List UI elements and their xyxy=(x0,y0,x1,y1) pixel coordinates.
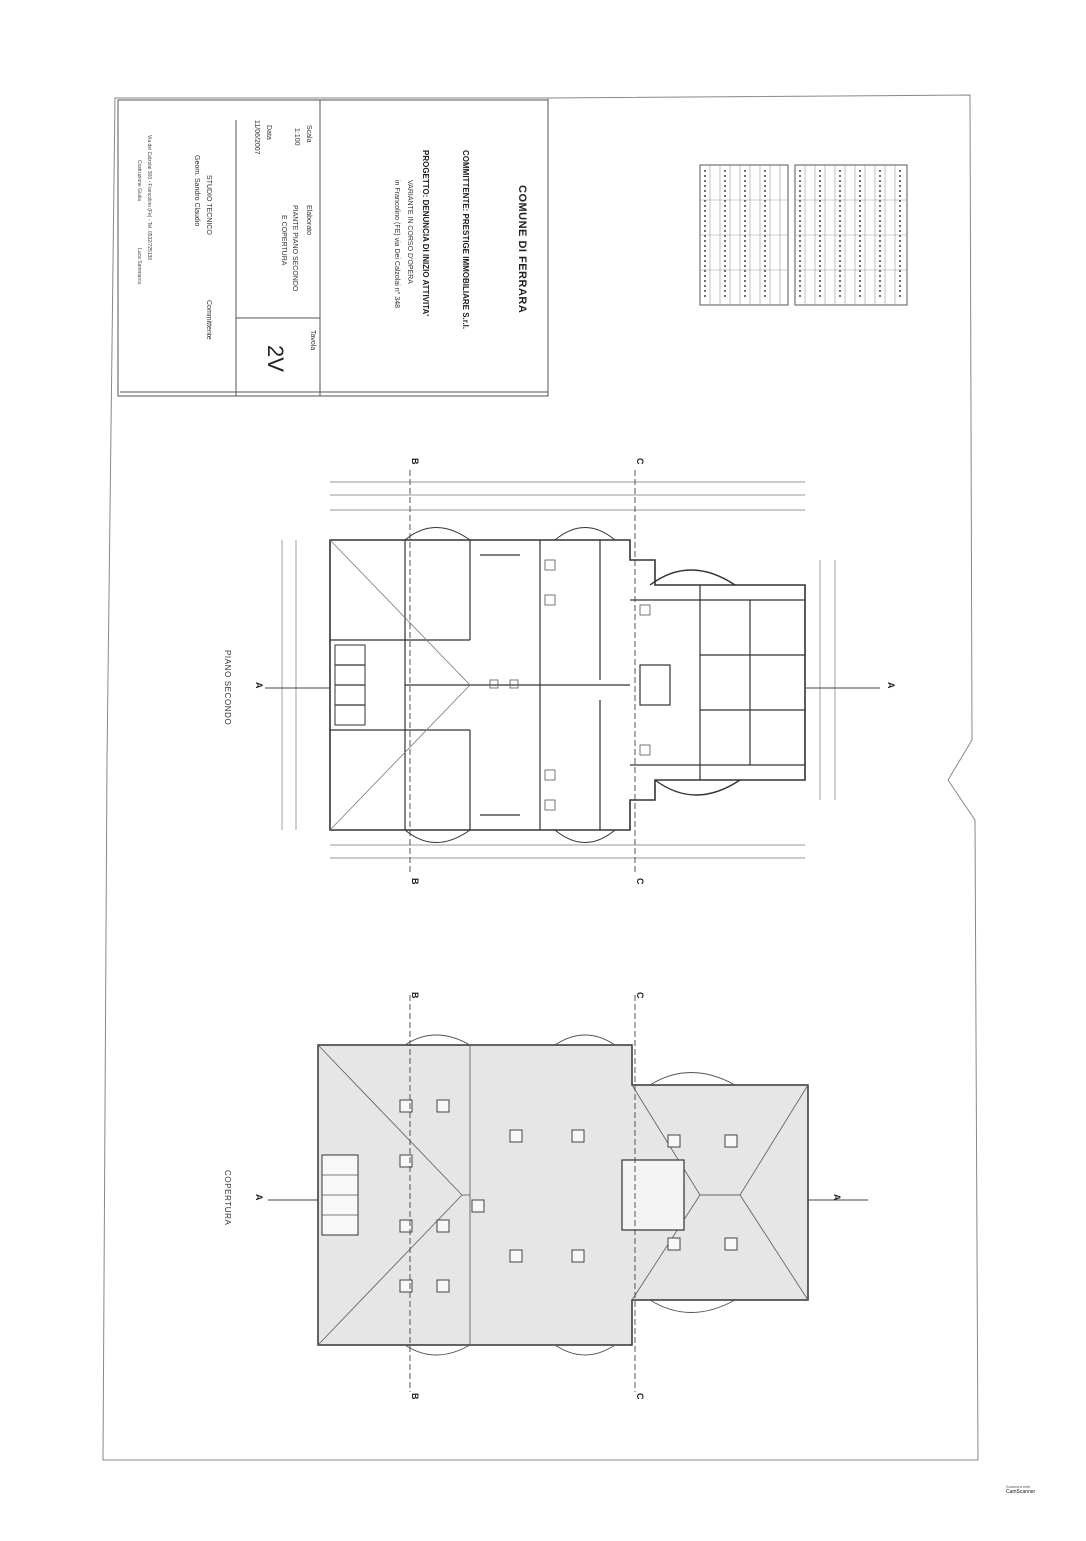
section-marker-c-top: C xyxy=(635,458,645,465)
scanner-line-1: Scanned with xyxy=(1006,1484,1031,1489)
second-floor-title: PIANO SECONDO xyxy=(223,650,232,726)
section-marker-b-top: B xyxy=(410,458,420,465)
roof-section-marker-c-bottom: C xyxy=(635,1393,645,1400)
section-marker-a-right: A xyxy=(886,682,896,689)
collaborators: Costruzione Giulia xyxy=(136,160,142,201)
second-floor-plan xyxy=(265,470,880,875)
engineer-name: Geom. Sandro Claudio xyxy=(193,155,200,227)
scale-label: Scala xyxy=(305,125,312,143)
sheet-label: Tavola xyxy=(309,330,316,351)
roof-section-marker-b-bottom: B xyxy=(410,1393,420,1400)
section-marker-b-bottom: B xyxy=(410,878,420,885)
project-line-2: VARIANTE IN CORSO D'OPERA xyxy=(406,180,413,284)
roof-section-marker-b-top: B xyxy=(410,992,420,999)
studio-address: Via dei Calzolai 300 - Francolino (Fe) -… xyxy=(146,135,152,261)
section-marker-c-bottom: C xyxy=(635,878,645,885)
roof-title: COPERTURA xyxy=(223,1170,232,1226)
sheet-number: 2V xyxy=(263,345,288,372)
scanner-line-2: CamScanner xyxy=(1006,1489,1036,1495)
drawing-value-2: E COPERTURA xyxy=(280,215,287,266)
date-value: 11/06/2007 xyxy=(253,120,260,155)
title-block xyxy=(117,99,549,397)
municipality-title: COMUNE DI FERRARA xyxy=(516,185,528,314)
scanner-watermark: Scanned with CamScanner xyxy=(1006,1484,1046,1495)
roof-section-marker-c-top: C xyxy=(635,992,645,999)
drawing-value-1: PIANTE PIANO SECONDO xyxy=(291,205,298,292)
client-line: COMMITTENTE: PRESTIGE IMMOBILIARE S.r.l. xyxy=(461,150,470,330)
roof-section-marker-a-right: A xyxy=(832,1194,842,1201)
roof-plan xyxy=(268,995,868,1392)
drawing-label: Elaborato xyxy=(305,205,312,235)
client-signature-label: Committente xyxy=(205,300,212,340)
roof-section-marker-a-left: A xyxy=(254,1194,264,1201)
area-tables xyxy=(699,164,908,306)
date-label: Data xyxy=(265,125,272,140)
project-line: PROGETTO: DENUNCIA DI INIZIO ATTIVITA' xyxy=(421,150,430,317)
scale-value: 1:100 xyxy=(293,128,300,146)
collaborator-2: Luca Sammarco xyxy=(136,248,142,285)
project-line-3: in Francolino (FE) via Dei Calzolai n° 3… xyxy=(393,180,400,309)
studio-name: STUDIO TECNICO xyxy=(205,175,212,235)
section-marker-a-left: A xyxy=(254,682,264,689)
